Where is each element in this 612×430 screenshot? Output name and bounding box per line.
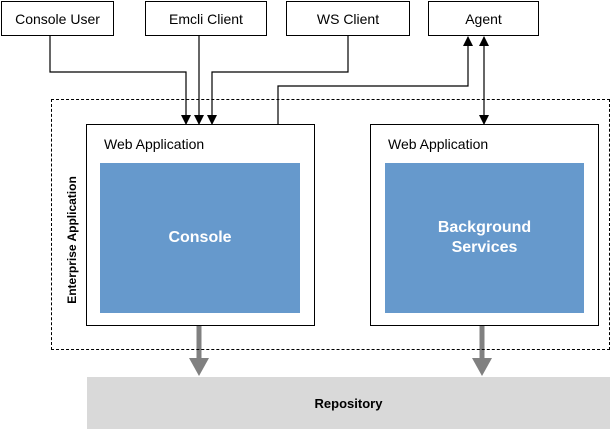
enterprise-application-label: Enterprise Application — [65, 176, 79, 304]
web-application-console: Web Application Console — [86, 124, 315, 326]
ws-client-box: WS Client — [286, 1, 410, 36]
emcli-client-box: Emcli Client — [145, 1, 267, 36]
web-application-background: Web Application Background Services — [370, 124, 599, 326]
web-application-label: Web Application — [388, 136, 489, 152]
ws-client-connector — [207, 36, 349, 125]
console-user-box: Console User — [1, 1, 114, 36]
console-user-connector — [49, 36, 191, 125]
console-block-label: Console — [168, 229, 232, 246]
repo-arrow-left — [189, 326, 209, 376]
repository-block: Repository — [87, 377, 610, 429]
console-block: Console — [100, 163, 300, 313]
enterprise-application-container — [51, 99, 610, 350]
console-user-label: Console User — [15, 10, 100, 27]
web-application-label: Web Application — [104, 136, 205, 152]
repo-arrow-right — [472, 326, 492, 376]
agent-box: Agent — [428, 1, 539, 36]
emcli-client-label: Emcli Client — [169, 10, 243, 27]
ws-client-label: WS Client — [316, 10, 380, 27]
background-services-block: Background Services — [385, 163, 584, 313]
agent-label: Agent — [465, 10, 502, 27]
console-to-agent-connector — [277, 36, 473, 124]
repository-label: Repository — [314, 395, 383, 411]
background-services-label: Background Services — [437, 219, 532, 256]
